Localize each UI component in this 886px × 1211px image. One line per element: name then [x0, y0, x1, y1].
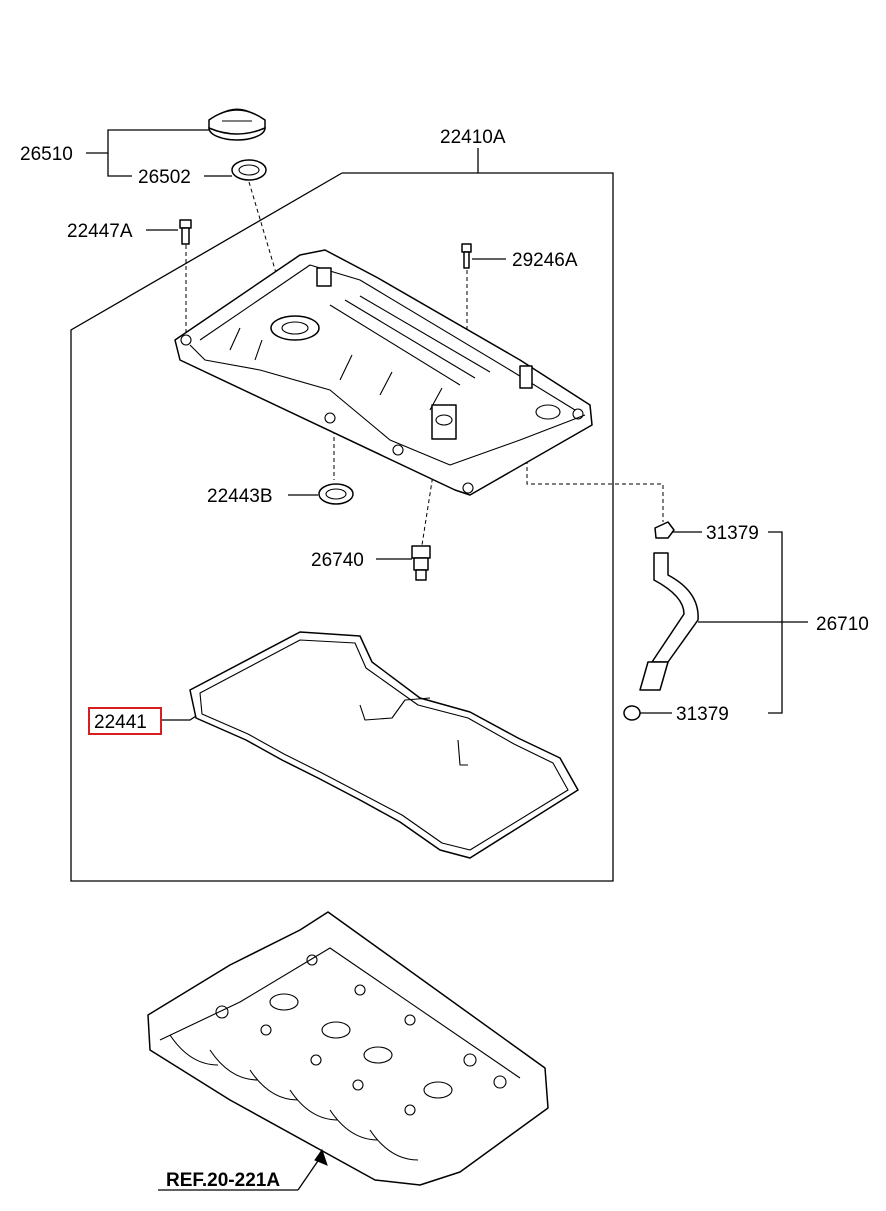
- label-22410A[interactable]: 22410A: [440, 127, 506, 148]
- label-29246A[interactable]: 29246A: [512, 250, 578, 271]
- cover-bolt[interactable]: [179, 219, 192, 245]
- ventilation-hose[interactable]: [639, 552, 699, 691]
- oil-seal[interactable]: [318, 483, 354, 505]
- label-26502[interactable]: 26502: [138, 167, 191, 188]
- filler-cap-seal[interactable]: [231, 159, 267, 181]
- cover-stud[interactable]: [461, 243, 472, 269]
- label-22441[interactable]: 22441: [94, 712, 147, 733]
- cylinder-head-ref: [147, 911, 549, 1186]
- part-labels: 26510 26502 22410A 22447A 29246A 22443B …: [20, 127, 869, 1191]
- label-22443B[interactable]: 22443B: [207, 486, 273, 507]
- hose-clamp-top[interactable]: [654, 521, 675, 539]
- highlight-box: [88, 707, 162, 735]
- ref-arrow: [158, 1148, 328, 1191]
- oil-filler-cap[interactable]: [208, 108, 266, 141]
- label-22447A[interactable]: 22447A: [67, 221, 133, 242]
- hose-clamp-bottom[interactable]: [623, 705, 641, 721]
- pcv-valve[interactable]: [411, 545, 431, 581]
- label-31379-top[interactable]: 31379: [706, 523, 759, 544]
- leader-lines: [86, 129, 808, 721]
- valve-cover-gasket[interactable]: [189, 631, 579, 859]
- label-26510[interactable]: 26510: [20, 144, 73, 165]
- valve-cover[interactable]: [174, 249, 593, 496]
- label-26740[interactable]: 26740: [311, 550, 364, 571]
- assembly-frame: [70, 148, 614, 882]
- label-26710[interactable]: 26710: [816, 614, 869, 635]
- label-31379-bottom[interactable]: 31379: [676, 704, 729, 725]
- label-ref[interactable]: REF.20-221A: [166, 1170, 280, 1191]
